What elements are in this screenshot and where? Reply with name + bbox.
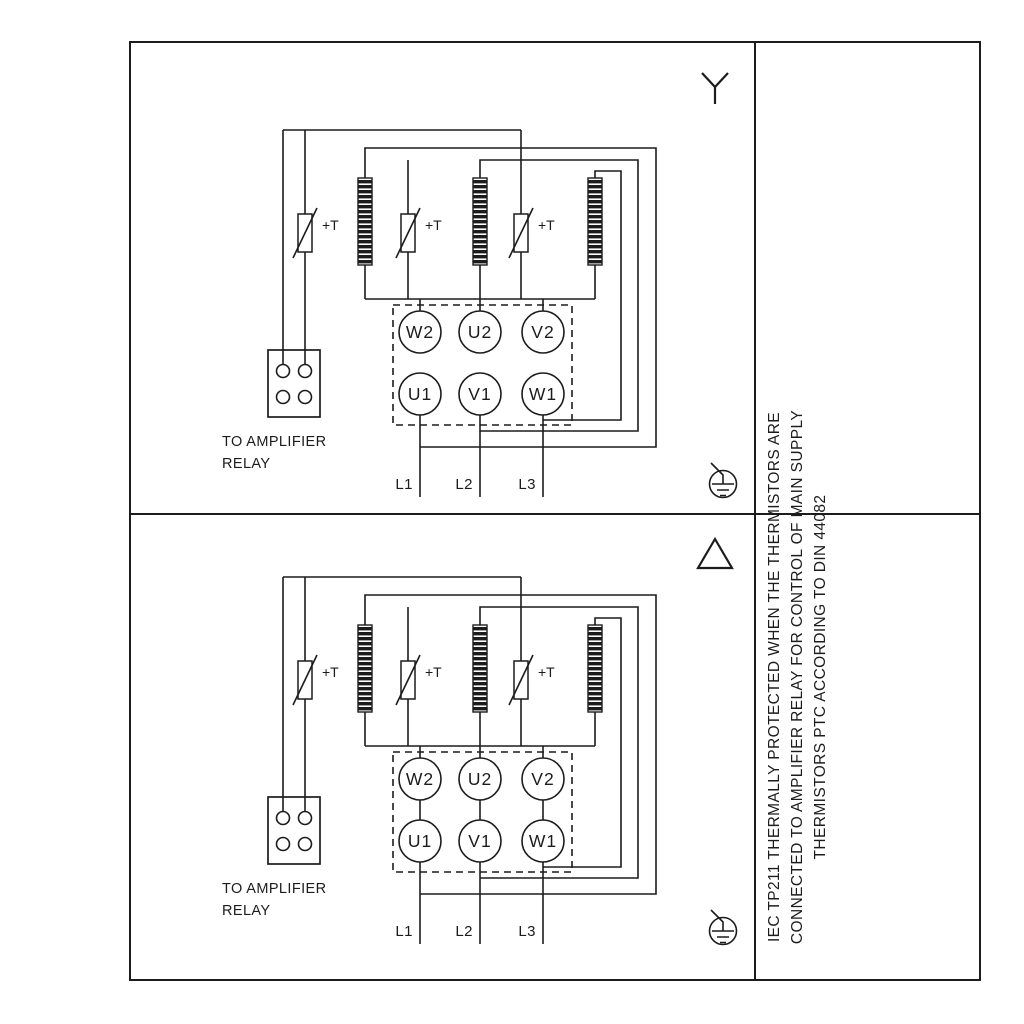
delta-connection-diagram xyxy=(221,576,738,946)
note-panel: IEC TP211 THERMALLY PROTECTED WHEN THE T… xyxy=(766,410,829,944)
star-connection-diagram xyxy=(221,129,738,499)
delta-connection-icon xyxy=(696,536,734,570)
delta-terminal-jumpers xyxy=(419,800,544,820)
note-line-1: IEC TP211 THERMALLY PROTECTED WHEN THE T… xyxy=(766,412,783,942)
drawing-border xyxy=(129,41,981,981)
wye-star-connection-icon xyxy=(701,72,729,104)
note-line-2: CONNECTED TO AMPLIFIER RELAY FOR CONTROL… xyxy=(789,410,806,944)
note-line-3: THERMISTORS PTC ACCORDING TO DIN 44082 xyxy=(812,495,829,860)
